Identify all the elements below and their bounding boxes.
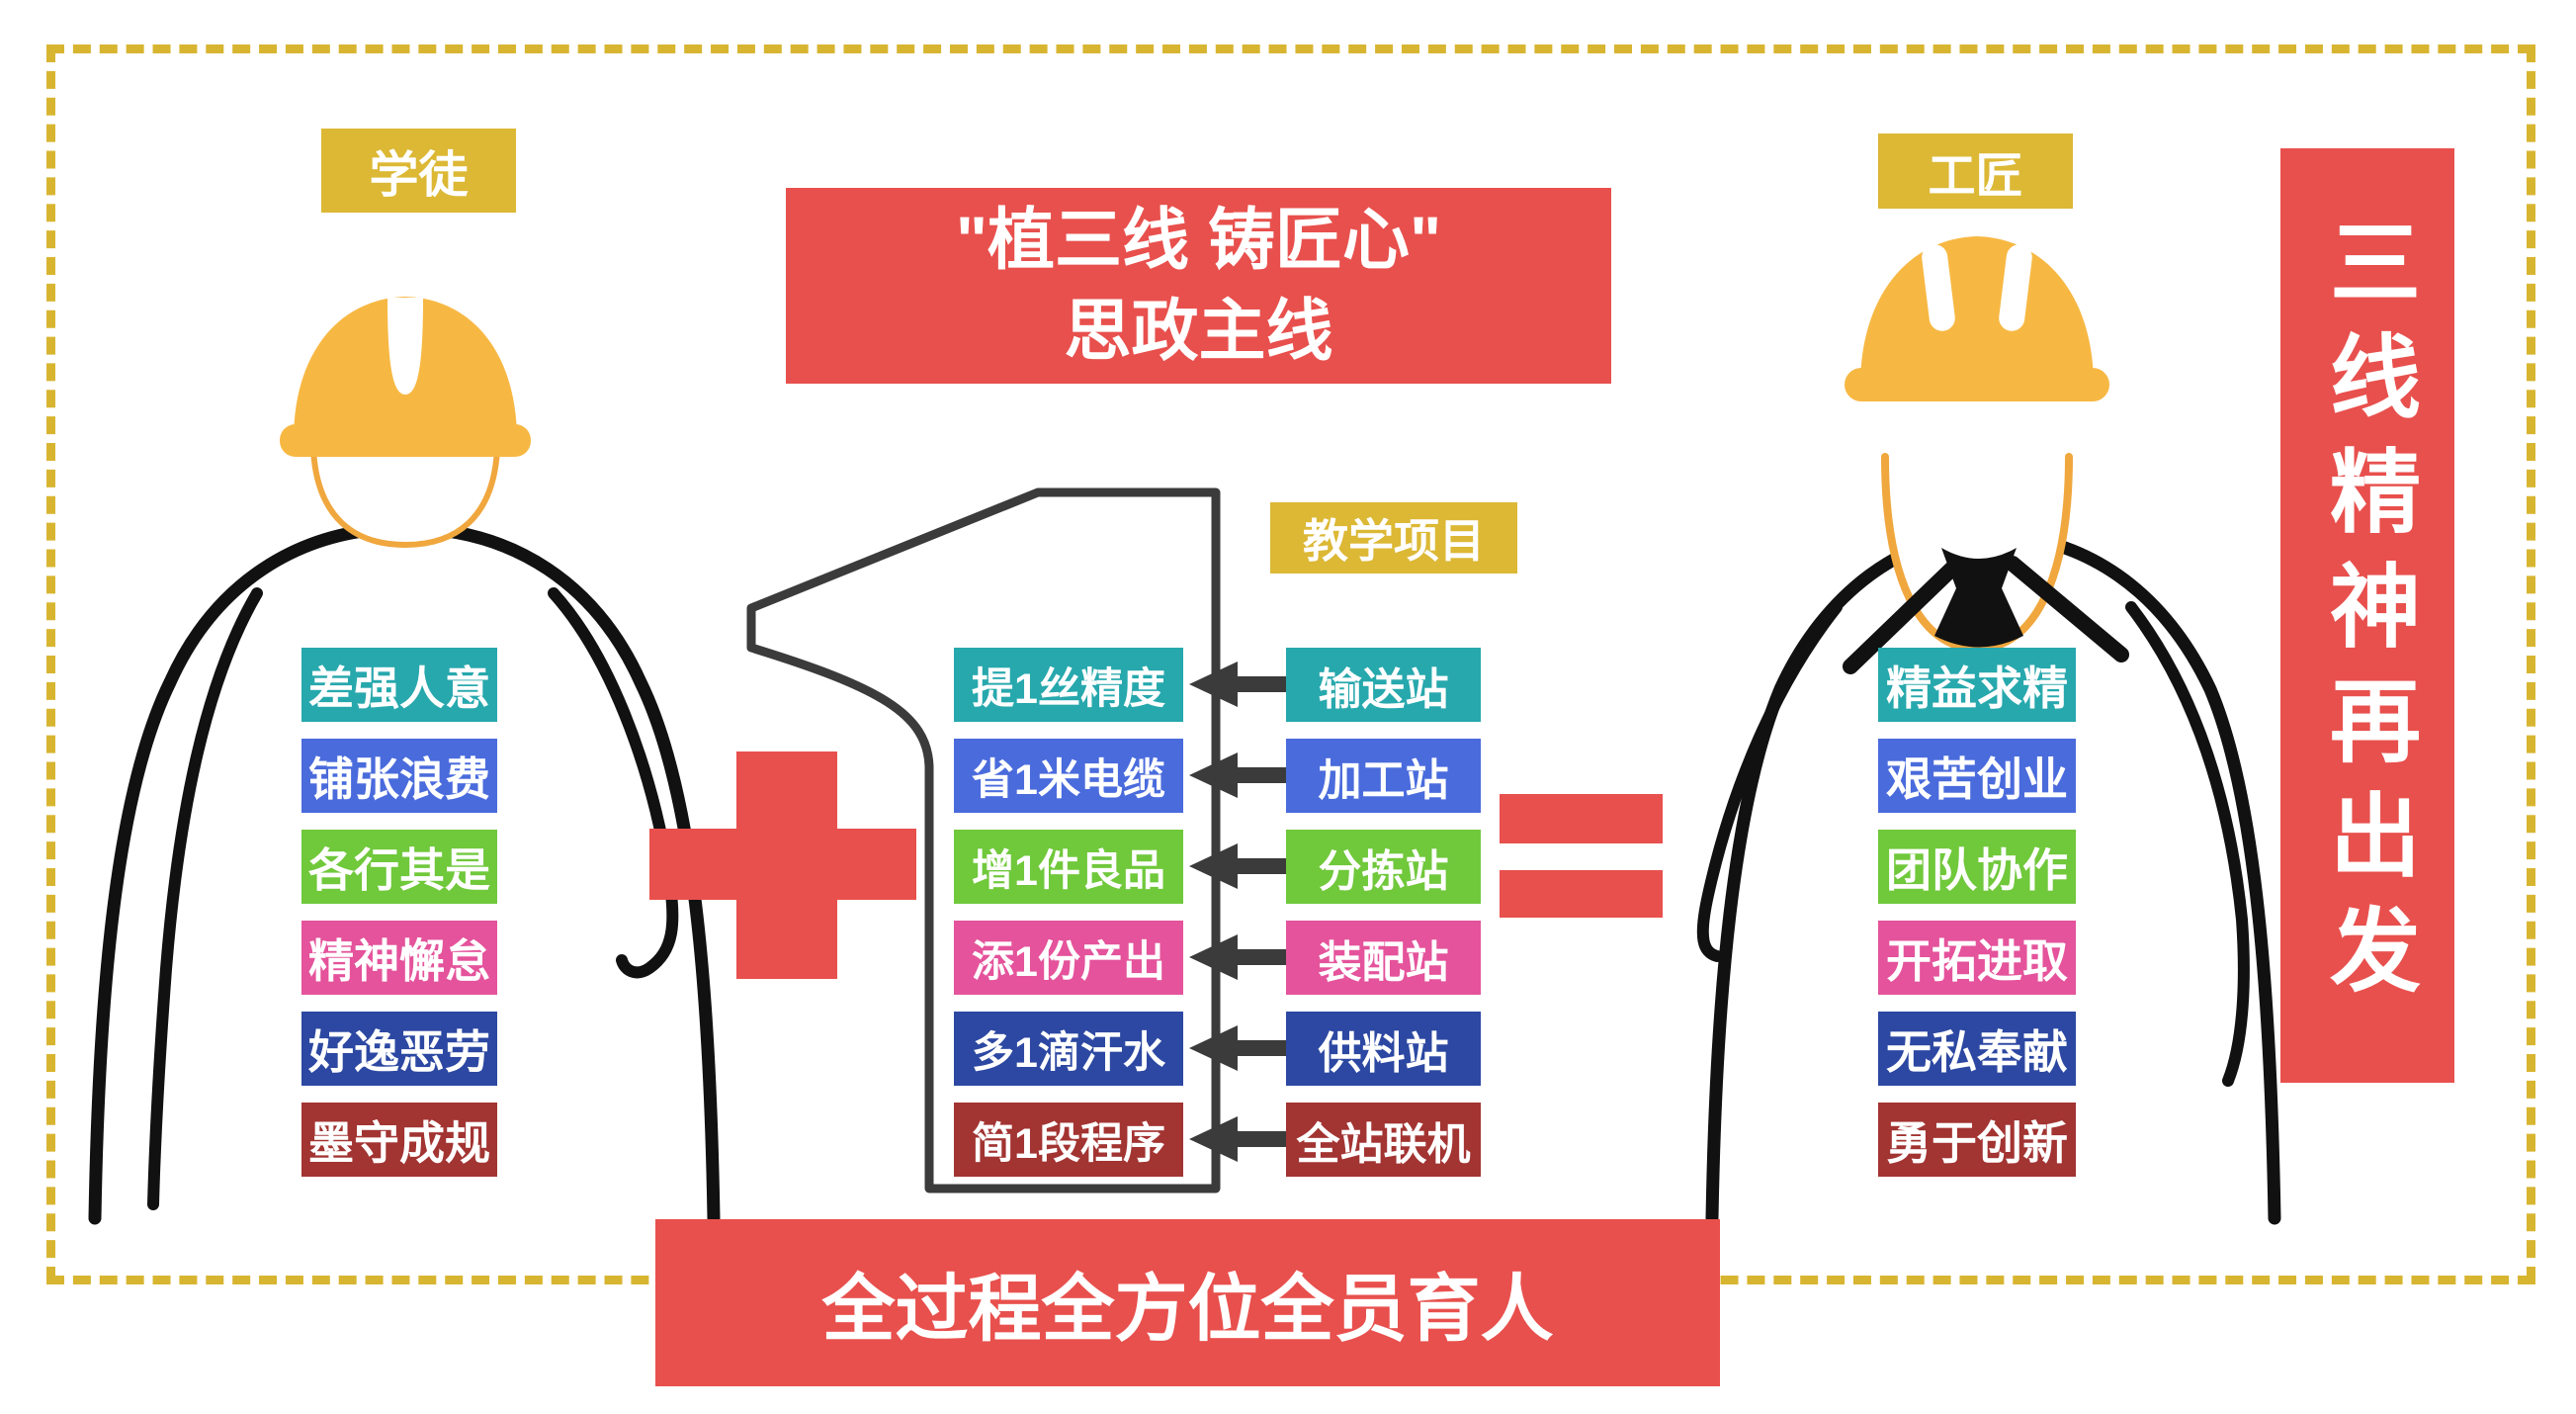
craftsman-helmet-groove-right (1999, 244, 2032, 331)
arrow-left-icon (1189, 934, 1287, 980)
craftsman-helmet-groove-left (1922, 244, 1955, 331)
craftsman-right-arm (2125, 601, 2250, 1087)
craftsman-collar-right (2005, 556, 2129, 663)
teaching-projects-tag: 教学项目 (1270, 502, 1517, 574)
plus-icon (649, 751, 916, 979)
goal-item: 多1滴汗水 (954, 1012, 1183, 1086)
goals-column: 提1丝精度 省1米电缆 增1件良品 添1份产出 多1滴汗水 简1段程序 (954, 648, 1183, 1193)
craftsman-left-arm (1696, 601, 1843, 962)
arrow-left-icon (1189, 662, 1287, 707)
arrow-left-icon (1189, 752, 1287, 798)
trait-item: 差强人意 (301, 648, 497, 722)
education-banner: 全过程全方位全员育人 (655, 1219, 1720, 1386)
craftsman-virtues-column: 精益求精 艰苦创业 团队协作 开拓进取 无私奉献 勇于创新 (1878, 648, 2076, 1193)
apprentice-helmet-groove (387, 298, 423, 395)
stations-column: 输送站 加工站 分拣站 装配站 供料站 全站联机 (1286, 648, 1481, 1193)
apprentice-traits-column: 差强人意 铺张浪费 各行其是 精神懈怠 好逸恶劳 墨守成规 (301, 648, 497, 1193)
goal-item: 提1丝精度 (954, 648, 1183, 722)
virtue-item: 勇于创新 (1878, 1103, 2076, 1177)
apprentice-face (310, 447, 500, 549)
station-item: 装配站 (1286, 921, 1481, 995)
spirit-banner: 三线精神再出发 (2280, 148, 2454, 1083)
apprentice-tag: 学徒 (321, 129, 516, 213)
station-item: 全站联机 (1286, 1103, 1481, 1177)
main-theme-banner: "植三线 铸匠心" 思政主线 (786, 188, 1611, 384)
goal-item: 增1件良品 (954, 830, 1183, 904)
main-theme-line2: 思政主线 (1064, 294, 1333, 369)
trait-item: 精神懈怠 (301, 921, 497, 995)
craftsman-collar-left (1843, 556, 1965, 674)
virtue-item: 无私奉献 (1878, 1012, 2076, 1086)
trait-item: 墨守成规 (301, 1103, 497, 1177)
station-item: 加工站 (1286, 739, 1481, 813)
virtue-item: 团队协作 (1878, 830, 2076, 904)
station-item: 输送站 (1286, 648, 1481, 722)
virtue-item: 精益求精 (1878, 648, 2076, 722)
goal-item: 添1份产出 (954, 921, 1183, 995)
main-theme-line1: "植三线 铸匠心" (955, 202, 1442, 278)
virtue-item: 艰苦创业 (1878, 739, 2076, 813)
goal-item: 简1段程序 (954, 1103, 1183, 1177)
trait-item: 好逸恶劳 (301, 1012, 497, 1086)
arrow-left-icons (1189, 662, 1287, 1162)
arrow-left-icon (1189, 1025, 1287, 1071)
arrow-left-icon (1189, 1116, 1287, 1162)
arrow-left-icon (1189, 843, 1287, 889)
goal-item: 省1米电缆 (954, 739, 1183, 813)
virtue-item: 开拓进取 (1878, 921, 2076, 995)
trait-item: 铺张浪费 (301, 739, 497, 813)
craftsman-tie (1934, 548, 2023, 648)
trait-item: 各行其是 (301, 830, 497, 904)
apprentice-left-arm (147, 587, 263, 1210)
craftsman-tag: 工匠 (1878, 133, 2073, 209)
craftsman-helmet-icon (1860, 236, 2094, 386)
station-item: 分拣站 (1286, 830, 1481, 904)
station-item: 供料站 (1286, 1012, 1481, 1086)
equals-icon (1500, 794, 1663, 918)
apprentice-helmet-brim (280, 424, 531, 457)
craftsman-helmet-brim (1845, 368, 2109, 401)
